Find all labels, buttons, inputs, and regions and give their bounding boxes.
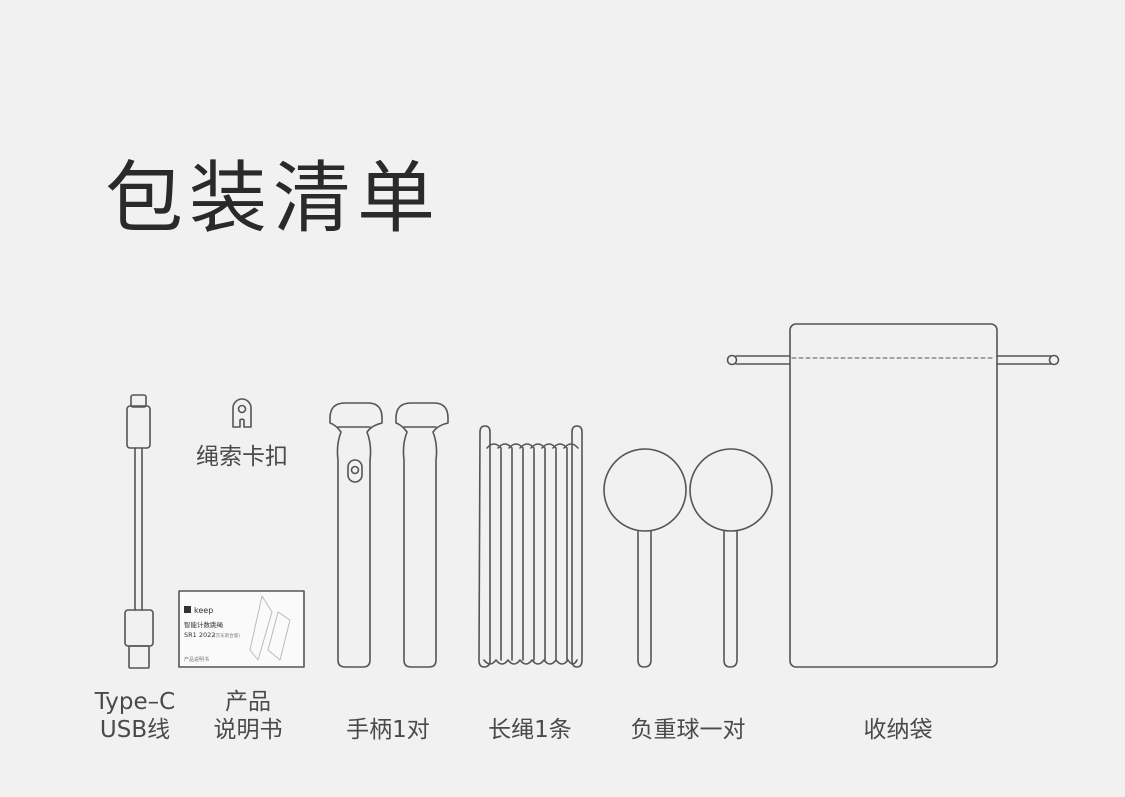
manual-card-text: keep 智能计数跳绳 SR1 2022 (京东新合版) 产品说明书 bbox=[184, 606, 240, 663]
manual-footer: 产品说明书 bbox=[184, 656, 209, 663]
type-c-cable-icon bbox=[124, 394, 154, 669]
manual-card-icon bbox=[178, 590, 305, 668]
clip-label: 绳索卡扣 bbox=[196, 444, 288, 470]
page-title: 包装清单 bbox=[105, 154, 442, 244]
rope-label: 长绳1条 bbox=[488, 717, 572, 743]
manual-product: 智能计数跳绳 bbox=[184, 620, 224, 629]
long-rope-icon bbox=[478, 425, 583, 668]
manual-model-note: (京东新合版) bbox=[214, 632, 240, 639]
manual-label-line2: 说明书 bbox=[213, 717, 283, 743]
manual-label: 产品 说明书 bbox=[196, 688, 300, 744]
weight-ball-left-icon bbox=[603, 448, 687, 668]
manual-label-line1: 产品 bbox=[225, 689, 271, 715]
cable-label-line2: USB线 bbox=[99, 717, 171, 743]
cable-label-line1: Type–C bbox=[94, 689, 176, 715]
rope-clip-icon bbox=[232, 398, 252, 428]
weight-ball-right-icon bbox=[689, 448, 773, 668]
storage-bag-icon bbox=[726, 323, 1060, 668]
handle-left-icon bbox=[329, 402, 383, 668]
handles-label: 手柄1对 bbox=[346, 717, 430, 743]
cable-label: Type–C USB线 bbox=[80, 688, 190, 744]
manual-brand: keep bbox=[194, 606, 213, 615]
balls-label: 负重球一对 bbox=[630, 717, 746, 743]
bag-label: 收纳袋 bbox=[863, 717, 933, 743]
manual-model: SR1 2022 bbox=[184, 631, 215, 639]
handle-right-icon bbox=[395, 402, 449, 668]
